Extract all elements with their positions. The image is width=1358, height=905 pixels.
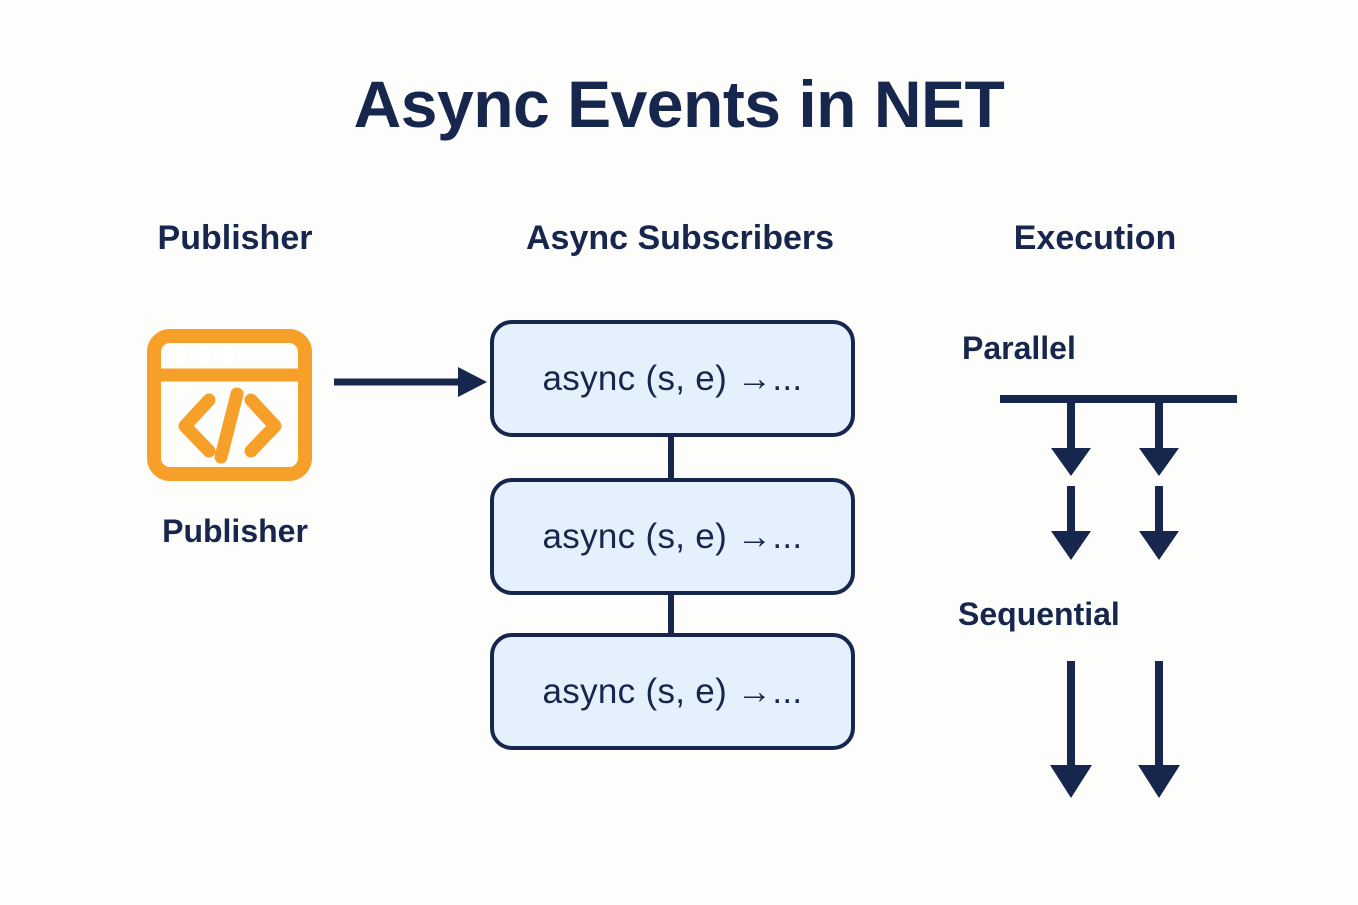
- page-title: Async Events in NET: [353, 67, 1005, 141]
- execution-mode-label-sequential: Sequential: [958, 596, 1120, 632]
- subscriber-box[interactable]: async (s, e) →...: [490, 320, 855, 437]
- execution-mode-label-parallel: Parallel: [962, 330, 1076, 366]
- subscriber-box[interactable]: async (s, e) →...: [490, 633, 855, 750]
- subscriber-box-label: async (s, e) →...: [542, 358, 803, 398]
- code-window-icon: [147, 329, 312, 481]
- subscriber-connector: [668, 434, 674, 482]
- subscriber-box[interactable]: async (s, e) →...: [490, 478, 855, 595]
- parallel-execution-arrows-icon: [995, 388, 1245, 573]
- column-header-subscribers: Async Subscribers: [525, 219, 835, 257]
- subscriber-box-label: async (s, e) →...: [542, 671, 803, 711]
- column-header-publisher: Publisher: [157, 219, 313, 257]
- column-header-execution: Execution: [1013, 219, 1177, 257]
- publisher-caption: Publisher: [162, 513, 308, 549]
- arrow-right-icon: [332, 362, 492, 402]
- sequential-execution-arrows-icon: [995, 655, 1245, 810]
- subscriber-box-label: async (s, e) →...: [542, 516, 803, 556]
- subscriber-connector: [668, 591, 674, 637]
